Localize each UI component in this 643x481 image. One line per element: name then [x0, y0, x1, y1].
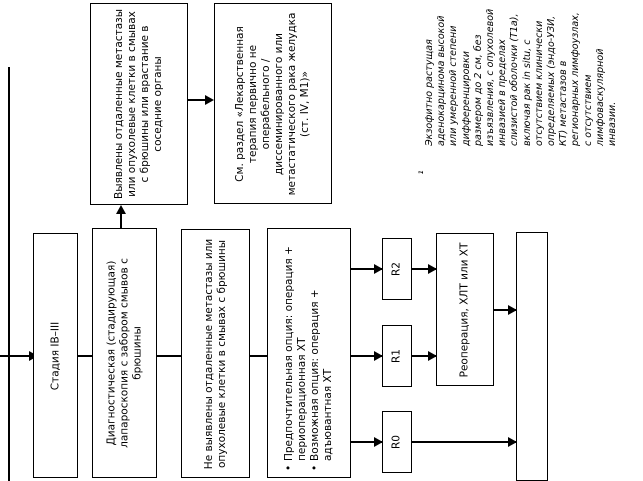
r0-label: R0	[390, 435, 403, 449]
arrow-to-reference	[205, 95, 214, 105]
connector-laparoscopy-to-no-metastases	[157, 355, 181, 357]
connector-stage-to-laparoscopy	[78, 355, 92, 357]
followup-box	[516, 232, 548, 481]
arrow-to-r2	[374, 264, 383, 274]
metastases-found-label: Выявлены отдаленные метастазы или опухол…	[113, 9, 164, 200]
r2-box: R2	[382, 238, 412, 300]
connector-to-r0	[351, 441, 382, 443]
connector-r1-to-reoperation	[412, 355, 436, 357]
r2-label: R2	[390, 262, 403, 276]
connector-spine	[8, 67, 10, 481]
footnote-marker: ¹	[416, 170, 430, 175]
laparoscopy-box: Диагностическая (стадирующая) лапароскоп…	[92, 228, 157, 478]
option-possible: Возможная опция: операция + адъювантная …	[309, 235, 335, 471]
arrow-reoperation-to-final	[508, 305, 517, 315]
arrow-r1-to-reoperation	[428, 351, 437, 361]
connector-to-r1	[351, 355, 382, 357]
r1-label: R1	[390, 349, 403, 363]
connector-r2-to-reoperation	[412, 268, 436, 270]
connector-to-reference	[188, 99, 207, 101]
arrow-to-metastases-found	[116, 205, 126, 214]
connector-to-r2	[351, 268, 382, 270]
footnote: Экзофитно растущая аденокарцинома высоко…	[424, 6, 634, 146]
arrow-to-r0	[374, 437, 383, 447]
options-content: Предпочтительная опция: операция + перио…	[283, 235, 335, 471]
arrow-to-r1	[374, 351, 383, 361]
connector-to-options	[250, 355, 267, 357]
r0-box: R0	[382, 411, 412, 473]
arrow-r2-to-reoperation	[428, 264, 437, 274]
options-list: Предпочтительная опция: операция + перио…	[283, 235, 335, 471]
connector-laparoscopy-up	[120, 212, 122, 228]
options-box: Предпочтительная опция: операция + перио…	[267, 228, 351, 478]
connector-reoperation-to-final	[494, 309, 516, 311]
footnote-text: Экзофитно растущая аденокарцинома высоко…	[424, 8, 619, 146]
connector-r0-to-final	[412, 441, 516, 443]
stage-label: Стадия IB–III	[49, 321, 61, 390]
reoperation-box: Реоперация, ХЛТ или ХТ	[436, 233, 494, 386]
laparoscopy-label: Диагностическая (стадирующая) лапароскоп…	[105, 258, 143, 448]
connector-to-stage	[0, 355, 33, 357]
arrow-r0-to-final	[508, 437, 517, 447]
no-metastases-box: Не выявлены отдаленные метастазы или опу…	[181, 229, 250, 478]
reference-label: См. раздел «Лекарственная терапия первич…	[234, 12, 311, 195]
reference-box: См. раздел «Лекарственная терапия первич…	[214, 3, 332, 204]
metastases-found-box: Выявлены отдаленные метастазы или опухол…	[90, 3, 188, 205]
no-metastases-label: Не выявлены отдаленные метастазы или опу…	[202, 238, 228, 469]
reoperation-label: Реоперация, ХЛТ или ХТ	[458, 242, 471, 377]
option-preferred: Предпочтительная опция: операция + перио…	[283, 235, 309, 471]
r1-box: R1	[382, 325, 412, 387]
stage-box: Стадия IB–III	[33, 233, 78, 478]
